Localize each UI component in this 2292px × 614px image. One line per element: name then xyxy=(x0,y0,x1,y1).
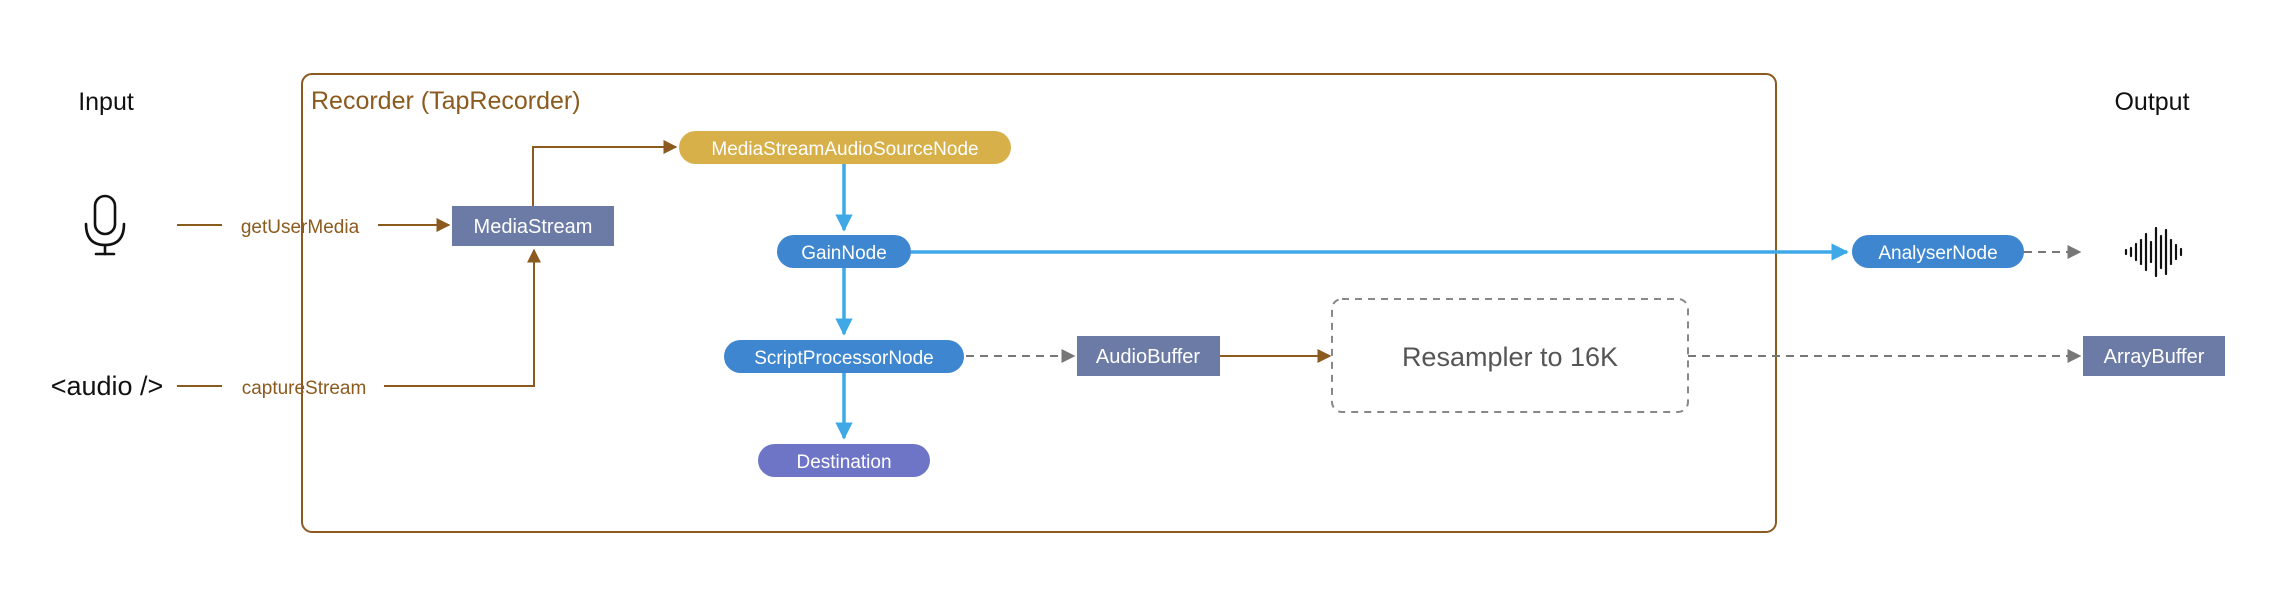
script-processor-label: ScriptProcessorNode xyxy=(754,348,934,369)
media-stream-label: MediaStream xyxy=(474,216,593,238)
media-stream-box xyxy=(452,206,614,246)
capture-stream-arrow xyxy=(384,248,541,387)
capture-stream-label: captureStream xyxy=(242,378,367,399)
audio-buffer-box xyxy=(1077,336,1220,376)
analyser-node-label: AnalyserNode xyxy=(1878,243,1997,264)
output-title: Output xyxy=(2114,88,2189,116)
stream-to-source-arrow xyxy=(532,140,678,206)
get-user-media-label: getUserMedia xyxy=(241,217,360,238)
gain-node-pill xyxy=(777,235,911,268)
microphone-icon xyxy=(84,194,126,256)
recorder-container xyxy=(301,73,1777,533)
gain-node-label: GainNode xyxy=(801,243,887,264)
resampler-box xyxy=(1331,298,1689,413)
array-buffer-label: ArrayBuffer xyxy=(2104,346,2205,368)
analyser-node-pill xyxy=(1852,235,2024,268)
destination-label: Destination xyxy=(796,452,891,473)
array-buffer-box xyxy=(2083,336,2225,376)
waveform-icon xyxy=(2124,226,2183,278)
resampler-label: Resampler to 16K xyxy=(1402,342,1618,372)
recorder-title: Recorder (TapRecorder) xyxy=(311,87,581,115)
audio-buffer-label: AudioBuffer xyxy=(1096,346,1200,368)
audio-element-label: <audio /> xyxy=(51,371,164,401)
input-title: Input xyxy=(78,88,134,116)
source-node-label: MediaStreamAudioSourceNode xyxy=(711,139,978,160)
script-processor-pill xyxy=(724,340,964,373)
source-node-pill xyxy=(679,131,1011,164)
destination-pill xyxy=(758,444,930,477)
